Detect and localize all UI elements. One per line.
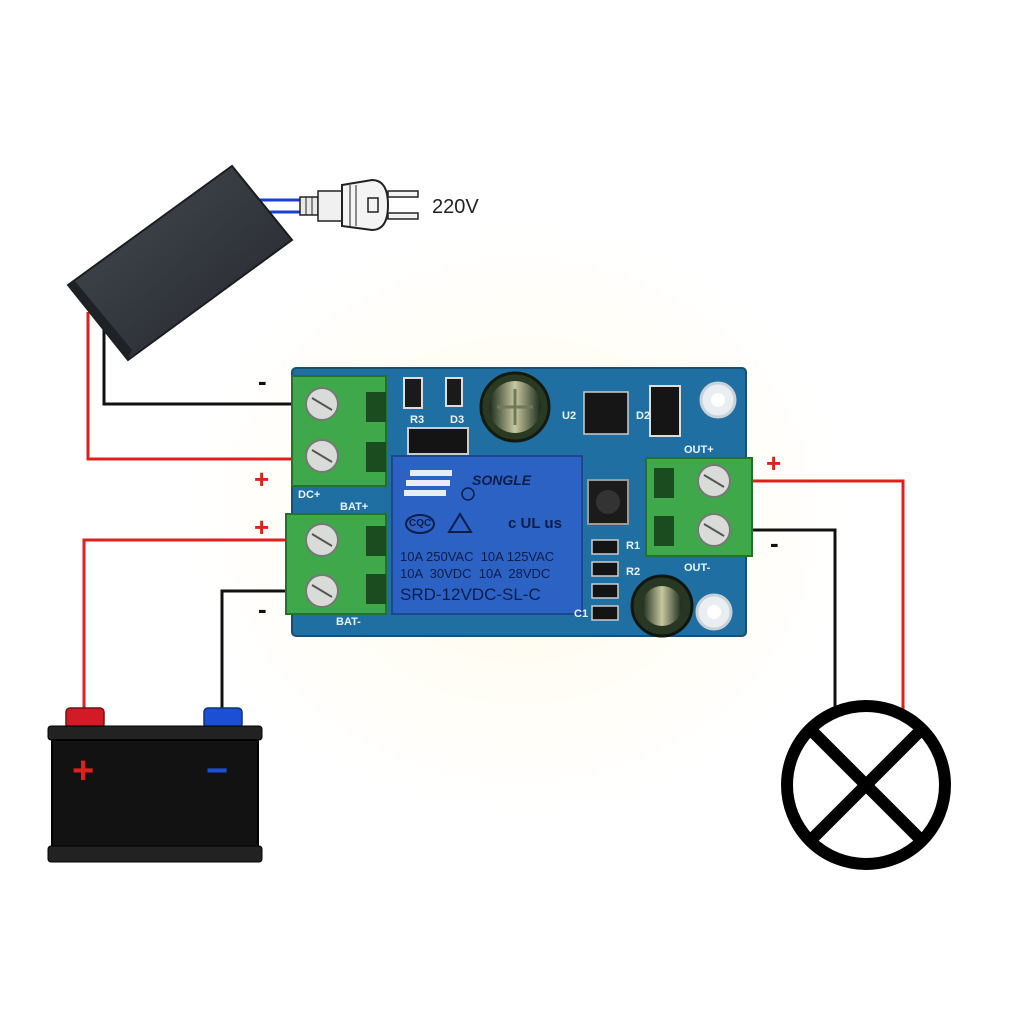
songle-logo-icon: [404, 470, 452, 496]
wire-adapter-positive: [86, 312, 322, 461]
bat-plus-label: BAT+: [340, 501, 369, 513]
terminal-out: [645, 457, 753, 557]
battery-body: [51, 739, 259, 849]
relay-cert-cqc: CQC: [409, 518, 432, 529]
mains-plug-icon: [299, 178, 419, 232]
lamp-icon: [781, 700, 951, 870]
battery: [47, 707, 263, 863]
battery-minus-terminal: [203, 707, 243, 729]
small-capacitor: [630, 574, 694, 638]
bat-minus-sign: -: [258, 594, 267, 624]
battery-minus-sign: −: [206, 750, 229, 792]
dc-plus-label: DC+: [298, 489, 321, 501]
registered-icon: [461, 487, 475, 501]
wire-out-positive: [714, 479, 905, 712]
relay-brand: SONGLE: [472, 472, 532, 488]
mains-voltage-label: 220V: [432, 196, 479, 218]
battery-plus-terminal: [65, 707, 105, 729]
d3-label: D3: [450, 414, 465, 426]
r3-label: R3: [410, 414, 425, 426]
battery-plus-sign: +: [72, 750, 95, 792]
c1-label: C1: [574, 608, 589, 620]
u2-chip: [583, 391, 629, 435]
terminal-bat: [285, 513, 387, 615]
relay-cert-ul: c UL us: [508, 515, 562, 532]
warning-icon: [447, 512, 473, 533]
electrolytic-capacitor: [479, 371, 551, 443]
bat-minus-label: BAT-: [336, 616, 361, 628]
bat-plus-sign: +: [254, 512, 270, 542]
inductor: [587, 479, 629, 525]
relay-model: SRD-12VDC-SL-C: [400, 585, 541, 604]
out-minus-sign: -: [770, 528, 779, 558]
relay: [391, 455, 583, 615]
out-plus-label: OUT+: [684, 444, 714, 456]
out-minus-label: OUT-: [684, 562, 711, 574]
wire-adapter-negative: [102, 320, 322, 406]
cqc-icon: [405, 514, 435, 534]
smd-components: [403, 377, 681, 621]
relay-spec-line-2: 10A 30VDC 10A 28VDC: [400, 566, 551, 581]
dc-plus-sign: +: [254, 464, 270, 494]
terminal-dc: [291, 375, 387, 487]
wire-battery-positive: [82, 538, 322, 712]
out-plus-sign: +: [766, 448, 782, 478]
relay-spec-line-1: 10A 250VAC 10A 125VAC: [400, 549, 555, 564]
mounting-hole-center: [707, 605, 721, 619]
r2-label: R2: [626, 566, 641, 578]
d2-label: D2: [636, 410, 651, 422]
power-adapter: [66, 164, 294, 362]
u2-label: U2: [562, 410, 577, 422]
mounting-hole-center: [711, 393, 725, 407]
r1-label: R1: [626, 540, 641, 552]
dc-minus-sign: -: [258, 366, 267, 396]
wire-out-negative: [714, 528, 837, 712]
